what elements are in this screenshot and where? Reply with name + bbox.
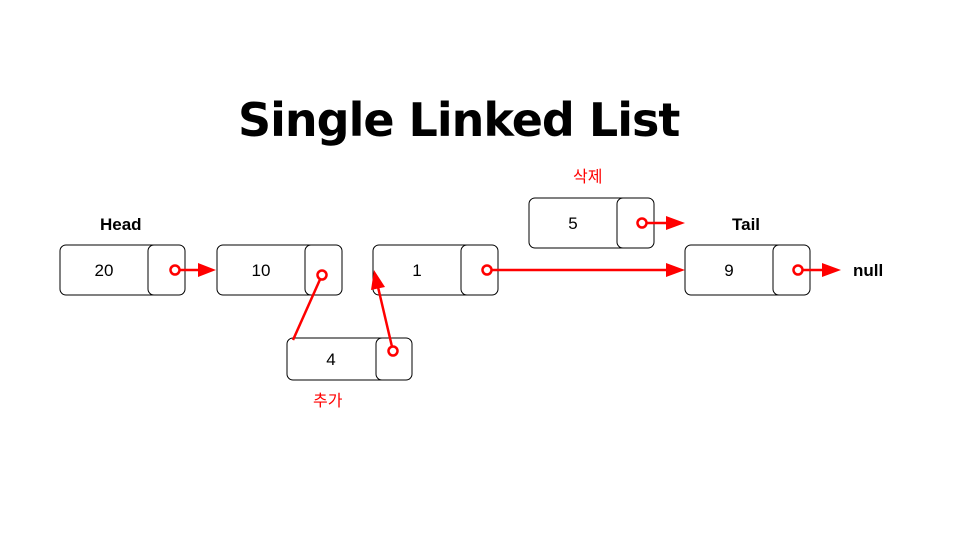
pointer-dot [792,264,804,276]
arrow-head [666,216,685,230]
pointer-dot [636,217,648,229]
node-9-value-cell [684,244,788,296]
pointer-20-to-10 [169,263,216,277]
add-label: 추가 [313,391,343,410]
pointer-dot [316,269,328,281]
node-1-value-cell [372,244,476,296]
tail-label: Tail [732,215,760,234]
pointer-10-to-4 [291,269,328,341]
node-9: 9 [684,244,811,296]
node-9-value: 9 [724,261,733,280]
node-5-value-cell [528,197,632,249]
pointer-dot [481,264,493,276]
node-1: 1 [372,244,499,296]
node-4-pointer-cell [375,337,413,381]
node-20: 20 [59,244,186,296]
node-10: 10 [216,244,343,296]
pointer-dot [169,264,181,276]
diagram-title: Single Linked List [238,93,679,147]
node-5-deleted: 5 [528,197,655,249]
node-4-added: 4 [286,337,413,381]
null-label: null [853,261,883,280]
arrow-head [371,270,385,290]
pointer-dot [387,345,399,357]
node-4-value-cell [286,337,390,381]
node-5-value: 5 [568,214,577,233]
pointer-4-to-1 [371,270,399,357]
node-20-value: 20 [95,261,114,280]
delete-label: 삭제 [573,167,602,186]
node-4-value: 4 [326,350,335,369]
node-10-value: 10 [252,261,271,280]
node-1-value: 1 [412,261,421,280]
pointer-1-to-9 [481,263,685,277]
head-label: Head [100,215,142,234]
arrow-head [666,263,685,277]
arrow-head [822,263,841,277]
pointer-5-next [636,216,685,230]
pointer-9-to-null [792,263,841,277]
arrow-head [198,263,216,277]
